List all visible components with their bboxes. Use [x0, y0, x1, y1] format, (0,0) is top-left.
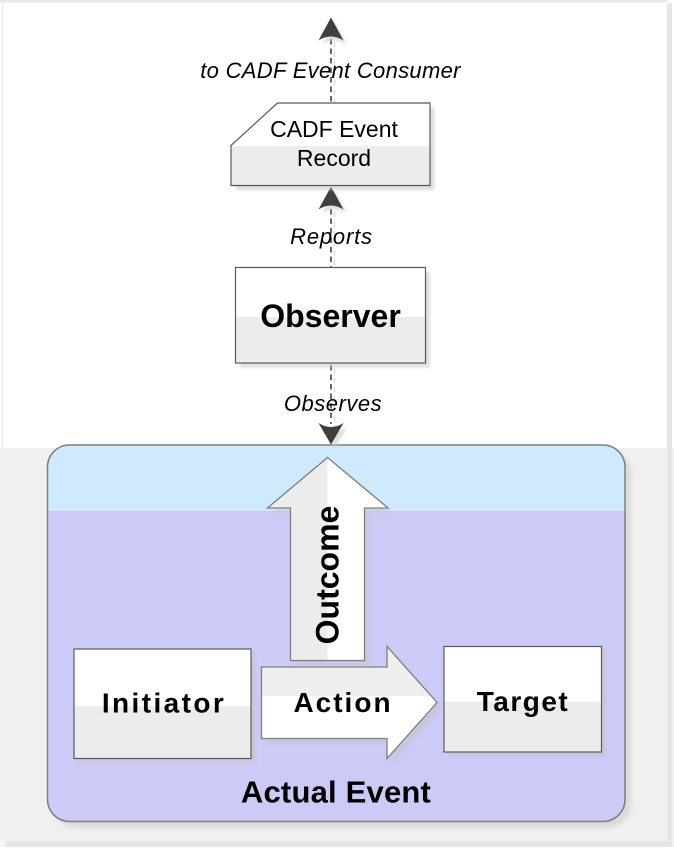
svg-text:Observer: Observer [260, 298, 401, 334]
svg-text:Action: Action [293, 687, 392, 718]
svg-text:Record: Record [297, 145, 371, 171]
svg-text:Initiator: Initiator [102, 688, 226, 719]
svg-text:Reports: Reports [290, 224, 373, 249]
svg-text:Outcome: Outcome [310, 506, 346, 645]
svg-text:to CADF Event Consumer: to CADF Event Consumer [200, 58, 462, 83]
svg-text:CADF Event: CADF Event [270, 116, 398, 142]
svg-text:Target: Target [477, 686, 570, 717]
svg-text:Actual Event: Actual Event [241, 775, 431, 810]
svg-text:Observes: Observes [284, 391, 382, 416]
